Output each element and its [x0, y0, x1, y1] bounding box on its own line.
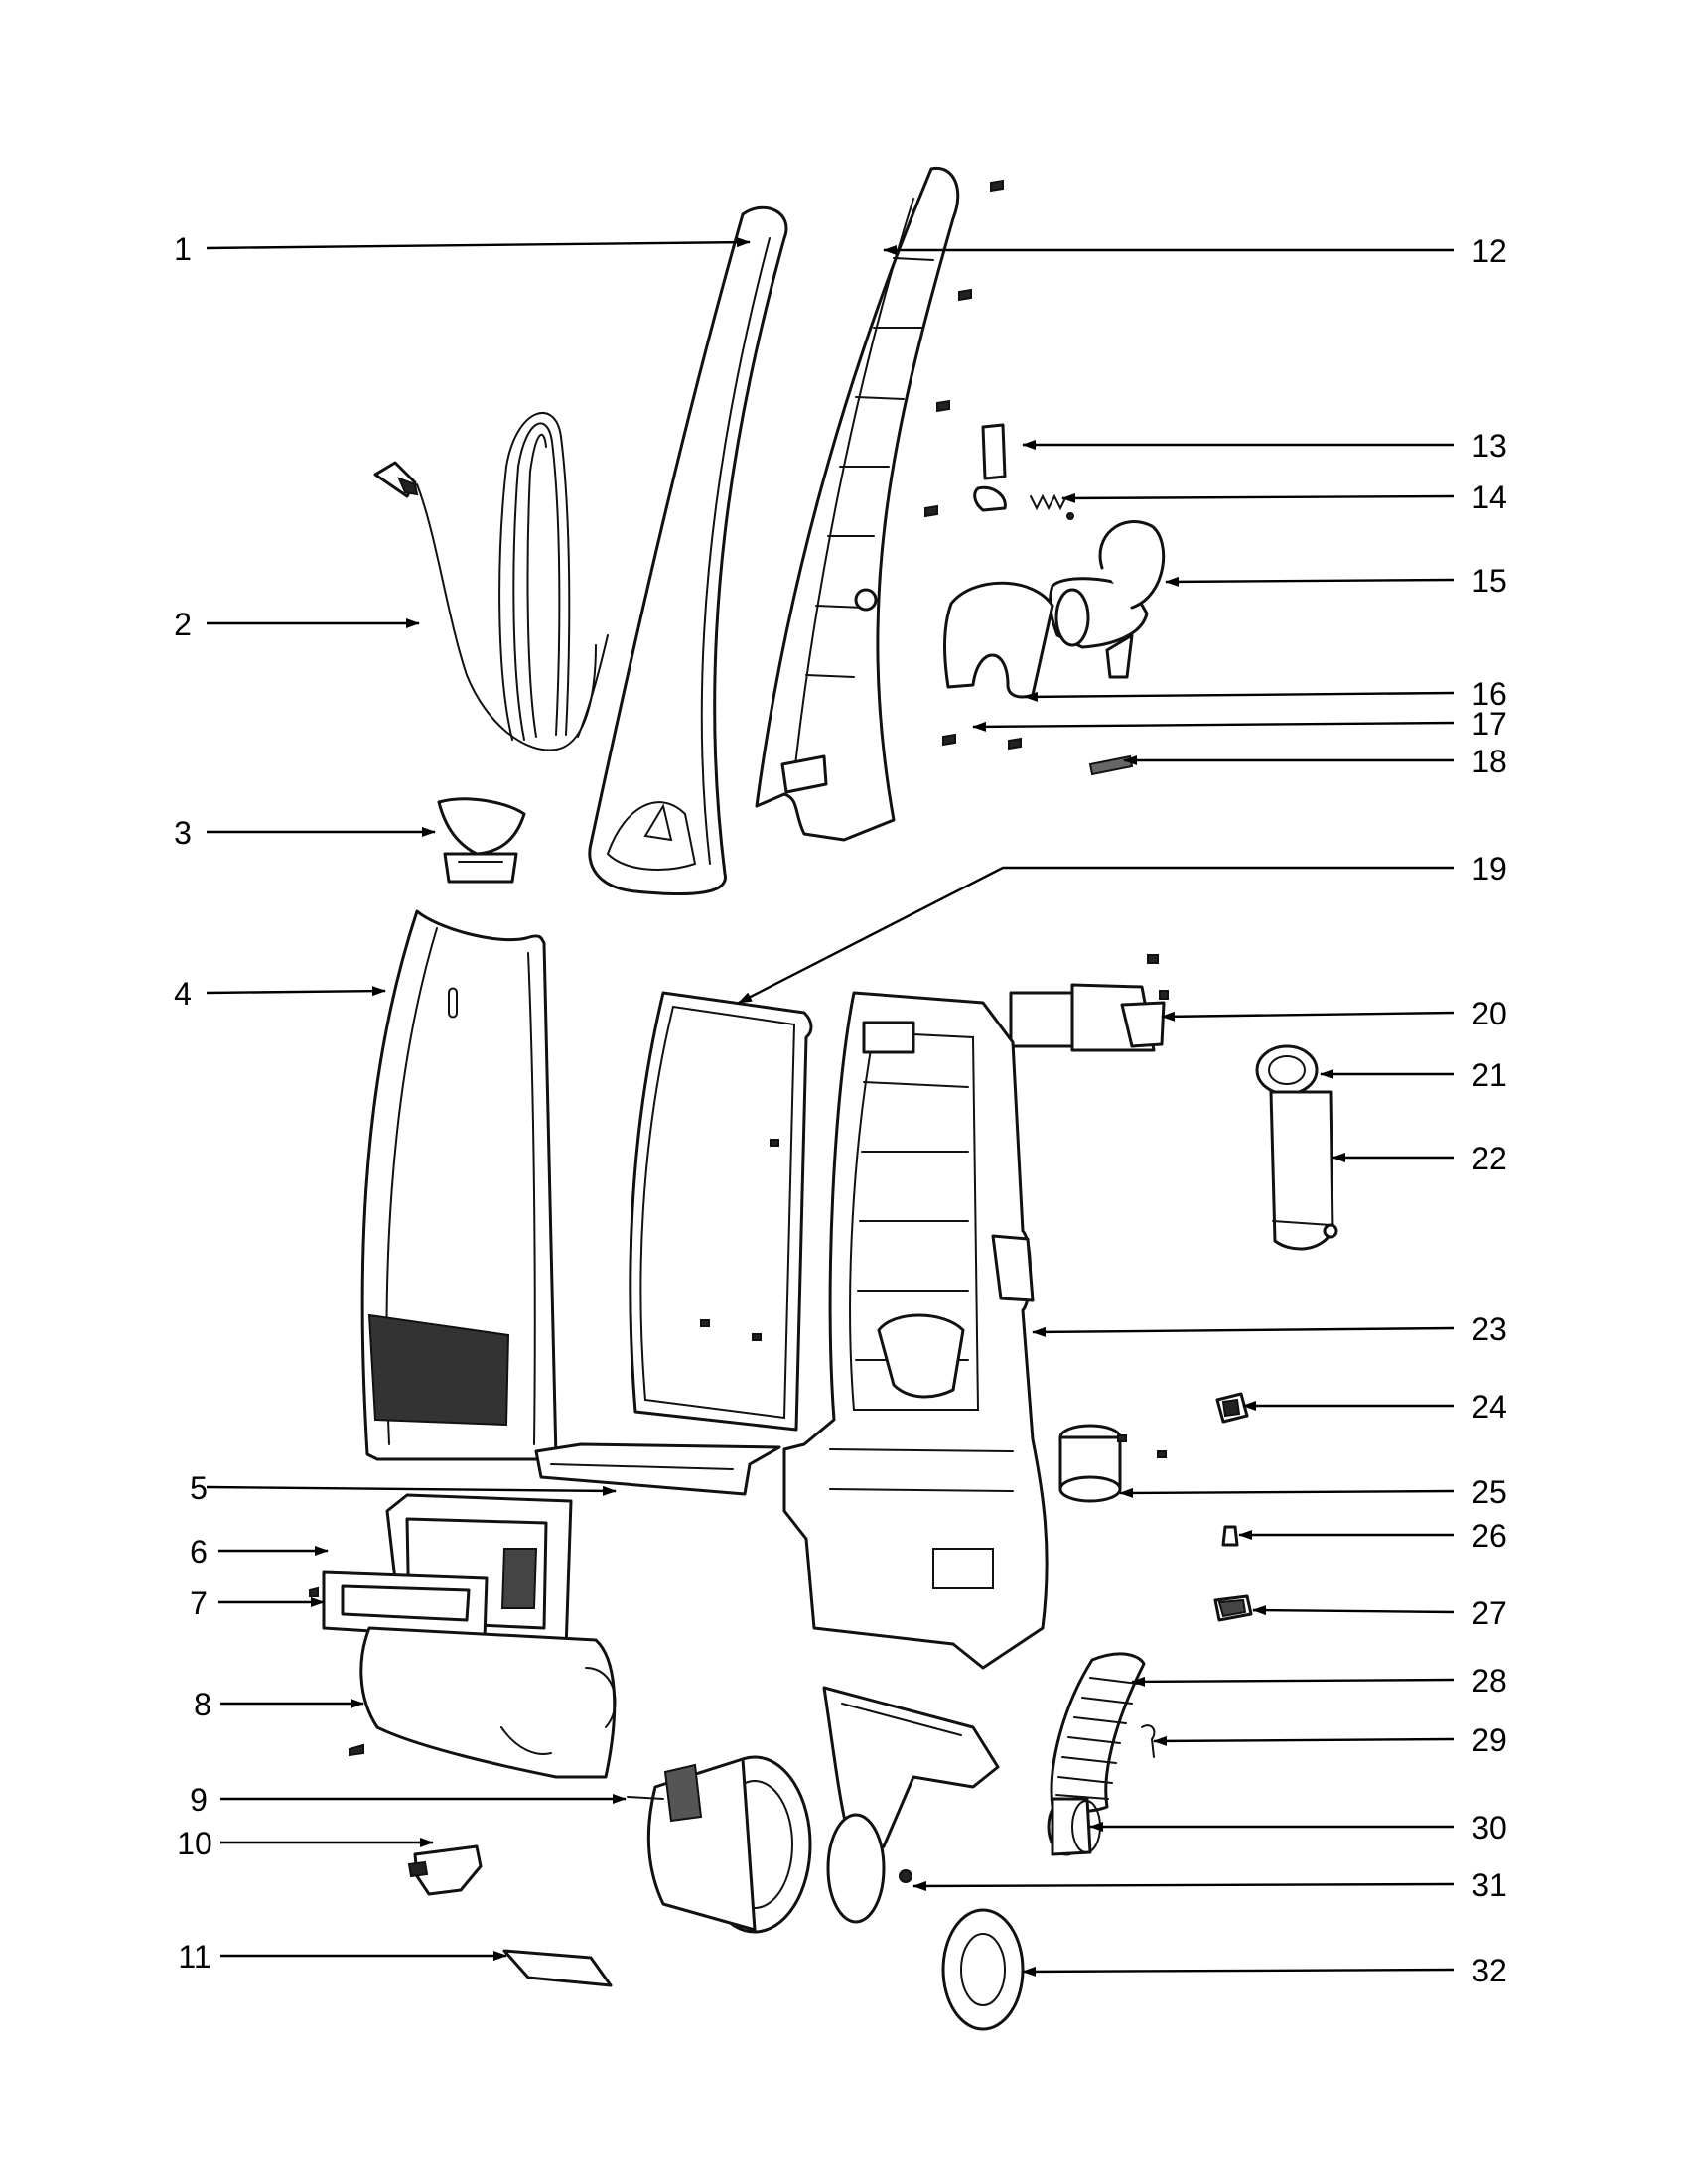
callout-30: 30: [1089, 1810, 1507, 1845]
part-20-switch-block: [1009, 954, 1169, 1052]
part-19-gasket: [629, 991, 813, 1432]
callout-3-number: 3: [174, 815, 192, 851]
callout-30-number: 30: [1472, 1810, 1507, 1845]
callout-18-number: 18: [1472, 744, 1507, 779]
callout-11: 11: [178, 1939, 507, 1975]
callout-28: 28: [1131, 1663, 1507, 1699]
callout-7-number: 7: [190, 1585, 208, 1621]
part-16-handle-cover-half: [943, 581, 1054, 699]
part-31-wheel-carriage: [822, 1686, 1000, 1924]
callout-2-number: 2: [174, 607, 192, 642]
callout-1: 1: [174, 231, 751, 267]
part-8-motor-housing: [349, 1626, 617, 1779]
callout-16: 16: [1024, 676, 1507, 712]
callout-23: 23: [1032, 1311, 1507, 1347]
callout-8: 8: [194, 1687, 364, 1722]
callout-26-number: 26: [1472, 1518, 1507, 1554]
part-23-main-body: [782, 991, 1049, 1670]
part-1-handle-cover: [588, 205, 788, 896]
part-10-switch: [407, 1844, 483, 1896]
callout-4: 4: [174, 976, 386, 1012]
callout-17-number: 17: [1472, 706, 1507, 742]
callout-17: 17: [972, 706, 1507, 742]
callout-12-number: 12: [1472, 233, 1507, 269]
callout-29-number: 29: [1472, 1722, 1507, 1758]
callout-29: 29: [1153, 1722, 1507, 1758]
callout-20: 20: [1161, 996, 1507, 1031]
callout-25-number: 25: [1472, 1474, 1507, 1510]
callout-27-number: 27: [1472, 1595, 1507, 1631]
callout-10-number: 10: [177, 1826, 212, 1861]
part-21-22-elbow-tube: [1255, 1044, 1338, 1251]
callout-6: 6: [190, 1534, 329, 1570]
callout-20-number: 20: [1472, 996, 1507, 1031]
callout-19-number: 19: [1472, 851, 1507, 887]
part-13-release-button: [973, 423, 1007, 512]
callout-9: 9: [190, 1782, 627, 1818]
callout-18: 18: [1123, 744, 1507, 779]
part-14-spring: [1030, 493, 1074, 520]
part-29-spring-clip: [1141, 1724, 1156, 1758]
part-2-power-cord: [373, 412, 609, 751]
callout-9-number: 9: [190, 1782, 208, 1818]
callout-7: 7: [190, 1585, 325, 1621]
callout-25: 25: [1119, 1474, 1507, 1510]
callout-15-number: 15: [1472, 563, 1507, 599]
part-3-bag-clip: [437, 797, 526, 884]
part-24-clip: [1215, 1392, 1249, 1424]
callout-22: 22: [1332, 1141, 1507, 1176]
callout-6-number: 6: [190, 1534, 208, 1570]
callout-28-number: 28: [1472, 1663, 1507, 1699]
callout-26: 26: [1238, 1518, 1507, 1554]
part-11-label-plate: [502, 1949, 613, 1987]
callout-22-number: 22: [1472, 1141, 1507, 1176]
part-26-pin: [1221, 1525, 1239, 1547]
part-18-clip: [1088, 754, 1134, 776]
callout-13-number: 13: [1472, 428, 1507, 464]
callout-4-number: 4: [174, 976, 192, 1012]
part-5-base-plate: [534, 1442, 781, 1496]
callout-19: 19: [738, 851, 1507, 1005]
callout-27: 27: [1252, 1595, 1507, 1631]
callout-21: 21: [1320, 1057, 1507, 1093]
part-15-handle-grip: [1049, 520, 1166, 679]
callout-15: 15: [1165, 563, 1507, 599]
callout-24: 24: [1242, 1389, 1507, 1425]
callout-31: 31: [912, 1867, 1507, 1903]
callout-12: 12: [883, 233, 1507, 269]
part-30-bushing: [1047, 1797, 1101, 1856]
part-17-screws: [942, 733, 1022, 751]
part-9-motor: [627, 1755, 812, 1934]
callout-16-number: 16: [1472, 676, 1507, 712]
part-12-handle-back: [755, 166, 960, 842]
callout-3: 3: [174, 815, 436, 851]
part-32-wheel: [941, 1908, 1025, 2031]
part-28-flex-hose: [1050, 1652, 1146, 1813]
callout-23-number: 23: [1472, 1311, 1507, 1347]
part-27-cap: [1213, 1594, 1253, 1622]
callout-10: 10: [177, 1826, 434, 1861]
part-4-front-panel: [360, 909, 558, 1461]
callout-21-number: 21: [1472, 1057, 1507, 1093]
callout-24-number: 24: [1472, 1389, 1507, 1425]
callout-2: 2: [174, 607, 420, 642]
callout-14: 14: [1061, 479, 1507, 515]
screws-handle: [924, 179, 1004, 518]
part-25-coupling: [1058, 1424, 1167, 1503]
callout-5-number: 5: [190, 1470, 208, 1506]
callout-31-number: 31: [1472, 1867, 1507, 1903]
callout-8-number: 8: [194, 1687, 211, 1722]
callout-5: 5: [190, 1470, 617, 1506]
callout-14-number: 14: [1472, 479, 1507, 515]
callout-1-number: 1: [174, 231, 192, 267]
callout-32-number: 32: [1472, 1953, 1507, 1988]
callout-11-number: 11: [178, 1939, 210, 1975]
callout-32: 32: [1022, 1953, 1507, 1988]
callout-13: 13: [1022, 428, 1507, 464]
